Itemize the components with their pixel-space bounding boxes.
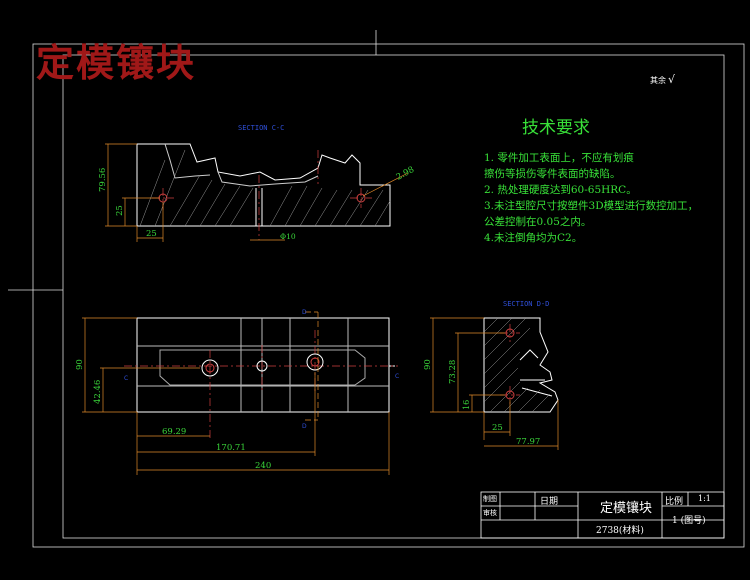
roughness-symbol: √ [668, 73, 676, 86]
outer-sheet-border [32, 43, 745, 548]
section-d-view [483, 317, 559, 413]
section-c-label: SECTION C-C [238, 124, 284, 132]
title-block-scale-value: 1:1 [698, 494, 711, 503]
dim-plan-x1: 69.29 [162, 427, 186, 437]
roughness-note: 其余 [650, 75, 666, 85]
dim-plan-height: 90 [75, 359, 85, 370]
plan-hole-left-outer [201, 359, 219, 377]
cut-marker-c-left: C [124, 375, 128, 382]
plan-hole-left-inner [205, 363, 215, 373]
section-c-view [136, 143, 391, 227]
title-block-sheet: 1 (图号) [672, 516, 706, 526]
requirement-line-2: 擦伤等损伤零件表面的缺陷。 [484, 168, 621, 180]
title-block-material: 2738(材料) [596, 526, 644, 536]
title-block [480, 491, 725, 539]
dim-plan-width: 240 [255, 461, 271, 471]
dim-top-diameter: Φ10 [280, 232, 296, 241]
plan-hole-right-inner [310, 357, 320, 367]
section-c-hole-right [356, 193, 366, 203]
section-d-dimension-lines [430, 317, 559, 450]
plan-view [136, 317, 395, 413]
dim-top-height: 79.56 [98, 168, 108, 192]
dim-plan-hole-height: 42.46 [93, 380, 103, 404]
dim-side-width: 77.97 [516, 437, 540, 447]
section-c-hatch [139, 149, 391, 227]
section-d-hole-bottom [505, 390, 515, 400]
dim-side-low-height: 16 [462, 400, 471, 410]
plan-hole-right-outer [306, 353, 324, 371]
title-block-designer-label: 制图 [483, 495, 497, 503]
title-block-part-name: 定模镶块 [600, 501, 653, 516]
dim-plan-x2: 170.71 [216, 443, 246, 453]
plan-dimension-lines [82, 317, 390, 475]
requirements-title: 技术要求 [522, 118, 590, 138]
dim-top-angle: 2.98 [395, 165, 416, 183]
drawing-title: 定模镶块 [36, 40, 197, 85]
section-d-centerlines [500, 324, 520, 404]
dim-side-x1: 25 [492, 423, 503, 433]
section-c-dimension-lines [105, 143, 409, 242]
inner-sheet-border [62, 54, 725, 539]
section-d-label: SECTION D-D [503, 300, 549, 308]
dim-side-mid-height: 73.28 [448, 360, 458, 384]
section-d-hatch [483, 317, 551, 413]
requirement-line-6: 4.未注倒角均为C2。 [484, 232, 583, 244]
requirement-line-1: 1. 零件加工表面上，不应有划痕 [484, 152, 634, 164]
dim-side-height: 90 [423, 359, 433, 370]
plan-hole-center [256, 360, 268, 372]
requirement-line-4: 3.未注型腔尺寸按塑件3D模型进行数控加工， [484, 200, 699, 212]
requirement-line-5: 公差控制在0.05之内。 [484, 216, 592, 228]
dim-top-hole-height: 25 [115, 205, 125, 216]
plan-cut-line-d [305, 311, 319, 421]
cut-marker-d-top: D [302, 309, 307, 316]
section-d-hole-top [505, 328, 515, 338]
title-block-scale-label: 比例 [665, 497, 684, 507]
title-block-date-label: 日期 [540, 497, 559, 507]
dim-top-hole-x: 25 [146, 229, 157, 239]
requirement-line-3: 2. 热处理硬度达到60-65HRC。 [484, 184, 637, 196]
cut-marker-d-bottom: D [302, 423, 307, 430]
title-block-checker-label: 审核 [483, 509, 497, 517]
cut-marker-c-right: C [395, 373, 399, 380]
